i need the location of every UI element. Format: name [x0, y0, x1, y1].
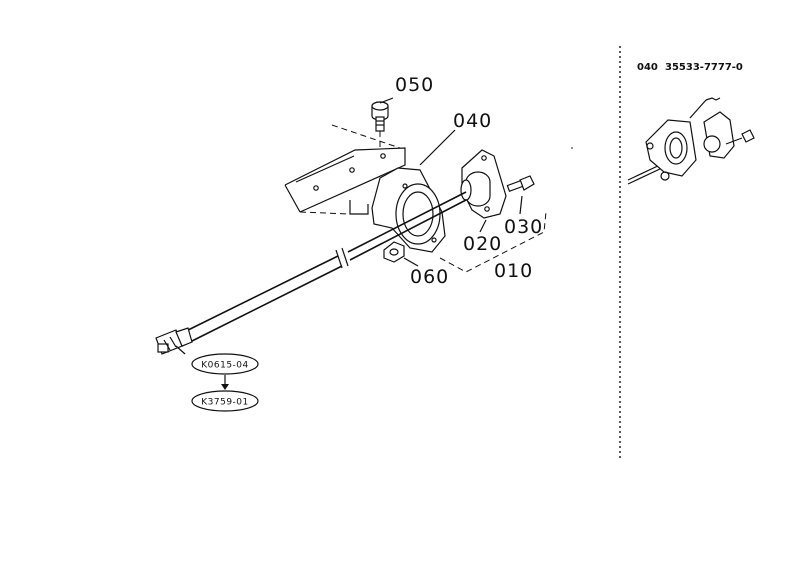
side-panel-part-code: 040: [637, 62, 658, 73]
callout-010: 010: [494, 260, 533, 282]
frame-rail: [284, 124, 406, 215]
reference-oval-bottom: K3759-01: [191, 390, 259, 412]
callout-020: 020: [463, 233, 502, 255]
side-bracket-thumbnail: [627, 97, 755, 185]
nut-060: [383, 241, 419, 267]
reference-oval-top: K0615-04: [191, 353, 259, 375]
callout-030: 030: [504, 216, 543, 238]
cable-010: [175, 191, 467, 347]
bracket-040: [371, 129, 456, 253]
bolt-050: [371, 97, 394, 150]
callout-060: 060: [410, 266, 449, 288]
scan-speck: [571, 147, 573, 149]
flange-020: [460, 149, 507, 233]
callout-050: 050: [395, 74, 434, 96]
callout-040: 040: [453, 110, 492, 132]
reference-arrow: [221, 375, 229, 390]
assembly-010-bracket: [439, 211, 547, 273]
reference-bottom-label: K3759-01: [201, 398, 249, 408]
side-panel-part-number: 35533-7777-0: [665, 62, 743, 73]
connector-plug: [155, 327, 193, 355]
reference-top-label: K0615-04: [201, 361, 249, 371]
bolt-030: [506, 175, 535, 215]
